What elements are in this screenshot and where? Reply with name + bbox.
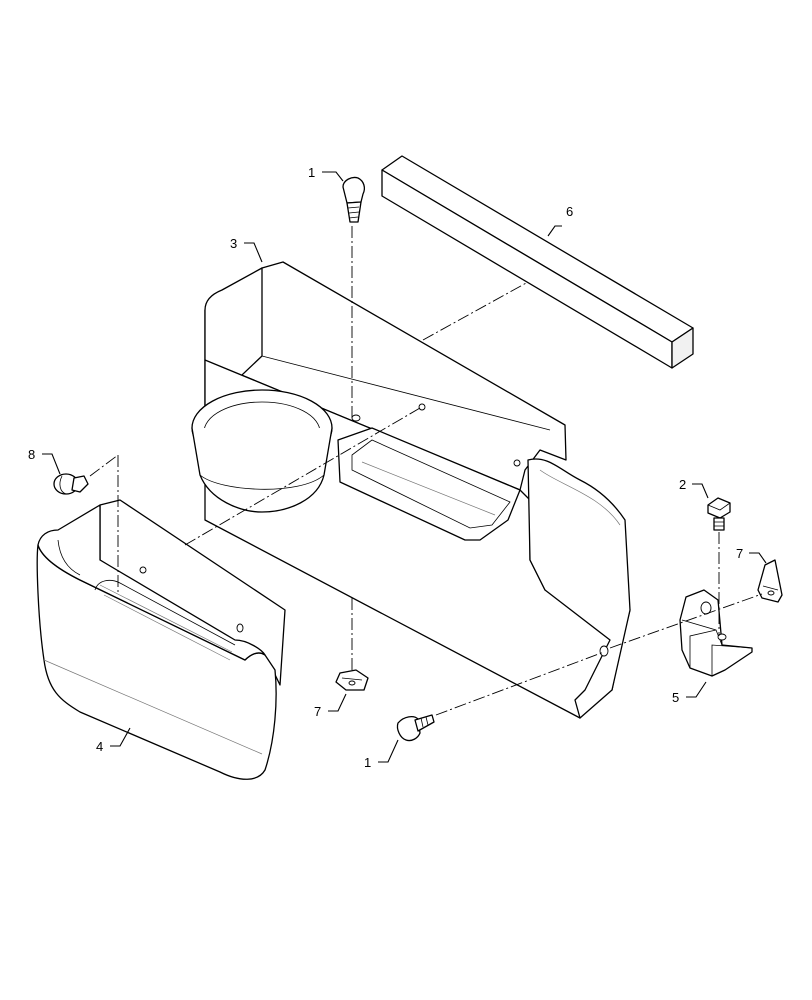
part-6-foam-strip: [381, 155, 694, 369]
callout-5: 5: [672, 690, 679, 705]
callout-7-right: 7: [736, 546, 743, 561]
part-7-right-clip-nut: [757, 559, 783, 603]
callout-leaders: [42, 171, 767, 763]
part-1-lower-screw: [396, 714, 435, 742]
part-4-storage-bin: [36, 499, 286, 780]
callout-1-upper: 1: [308, 165, 315, 180]
part-2-bolt: [707, 497, 731, 531]
callout-labels: 1 1 2 3 4 5 6 7 7 8: [28, 165, 743, 770]
callout-6: 6: [566, 204, 573, 219]
part-1-upper-screw: [342, 176, 365, 223]
assembly-centerlines: [89, 226, 763, 716]
callout-1-lower: 1: [364, 755, 371, 770]
part-5-bracket: [679, 589, 753, 677]
callout-8: 8: [28, 447, 35, 462]
part-3-console-tray: [191, 261, 631, 719]
part-8-push-rivet: [53, 473, 89, 495]
callout-4: 4: [96, 739, 103, 754]
part-7-lower-clip-nut: [335, 669, 369, 691]
callout-2: 2: [679, 477, 686, 492]
callout-7-lower: 7: [314, 704, 321, 719]
callout-3: 3: [230, 236, 237, 251]
